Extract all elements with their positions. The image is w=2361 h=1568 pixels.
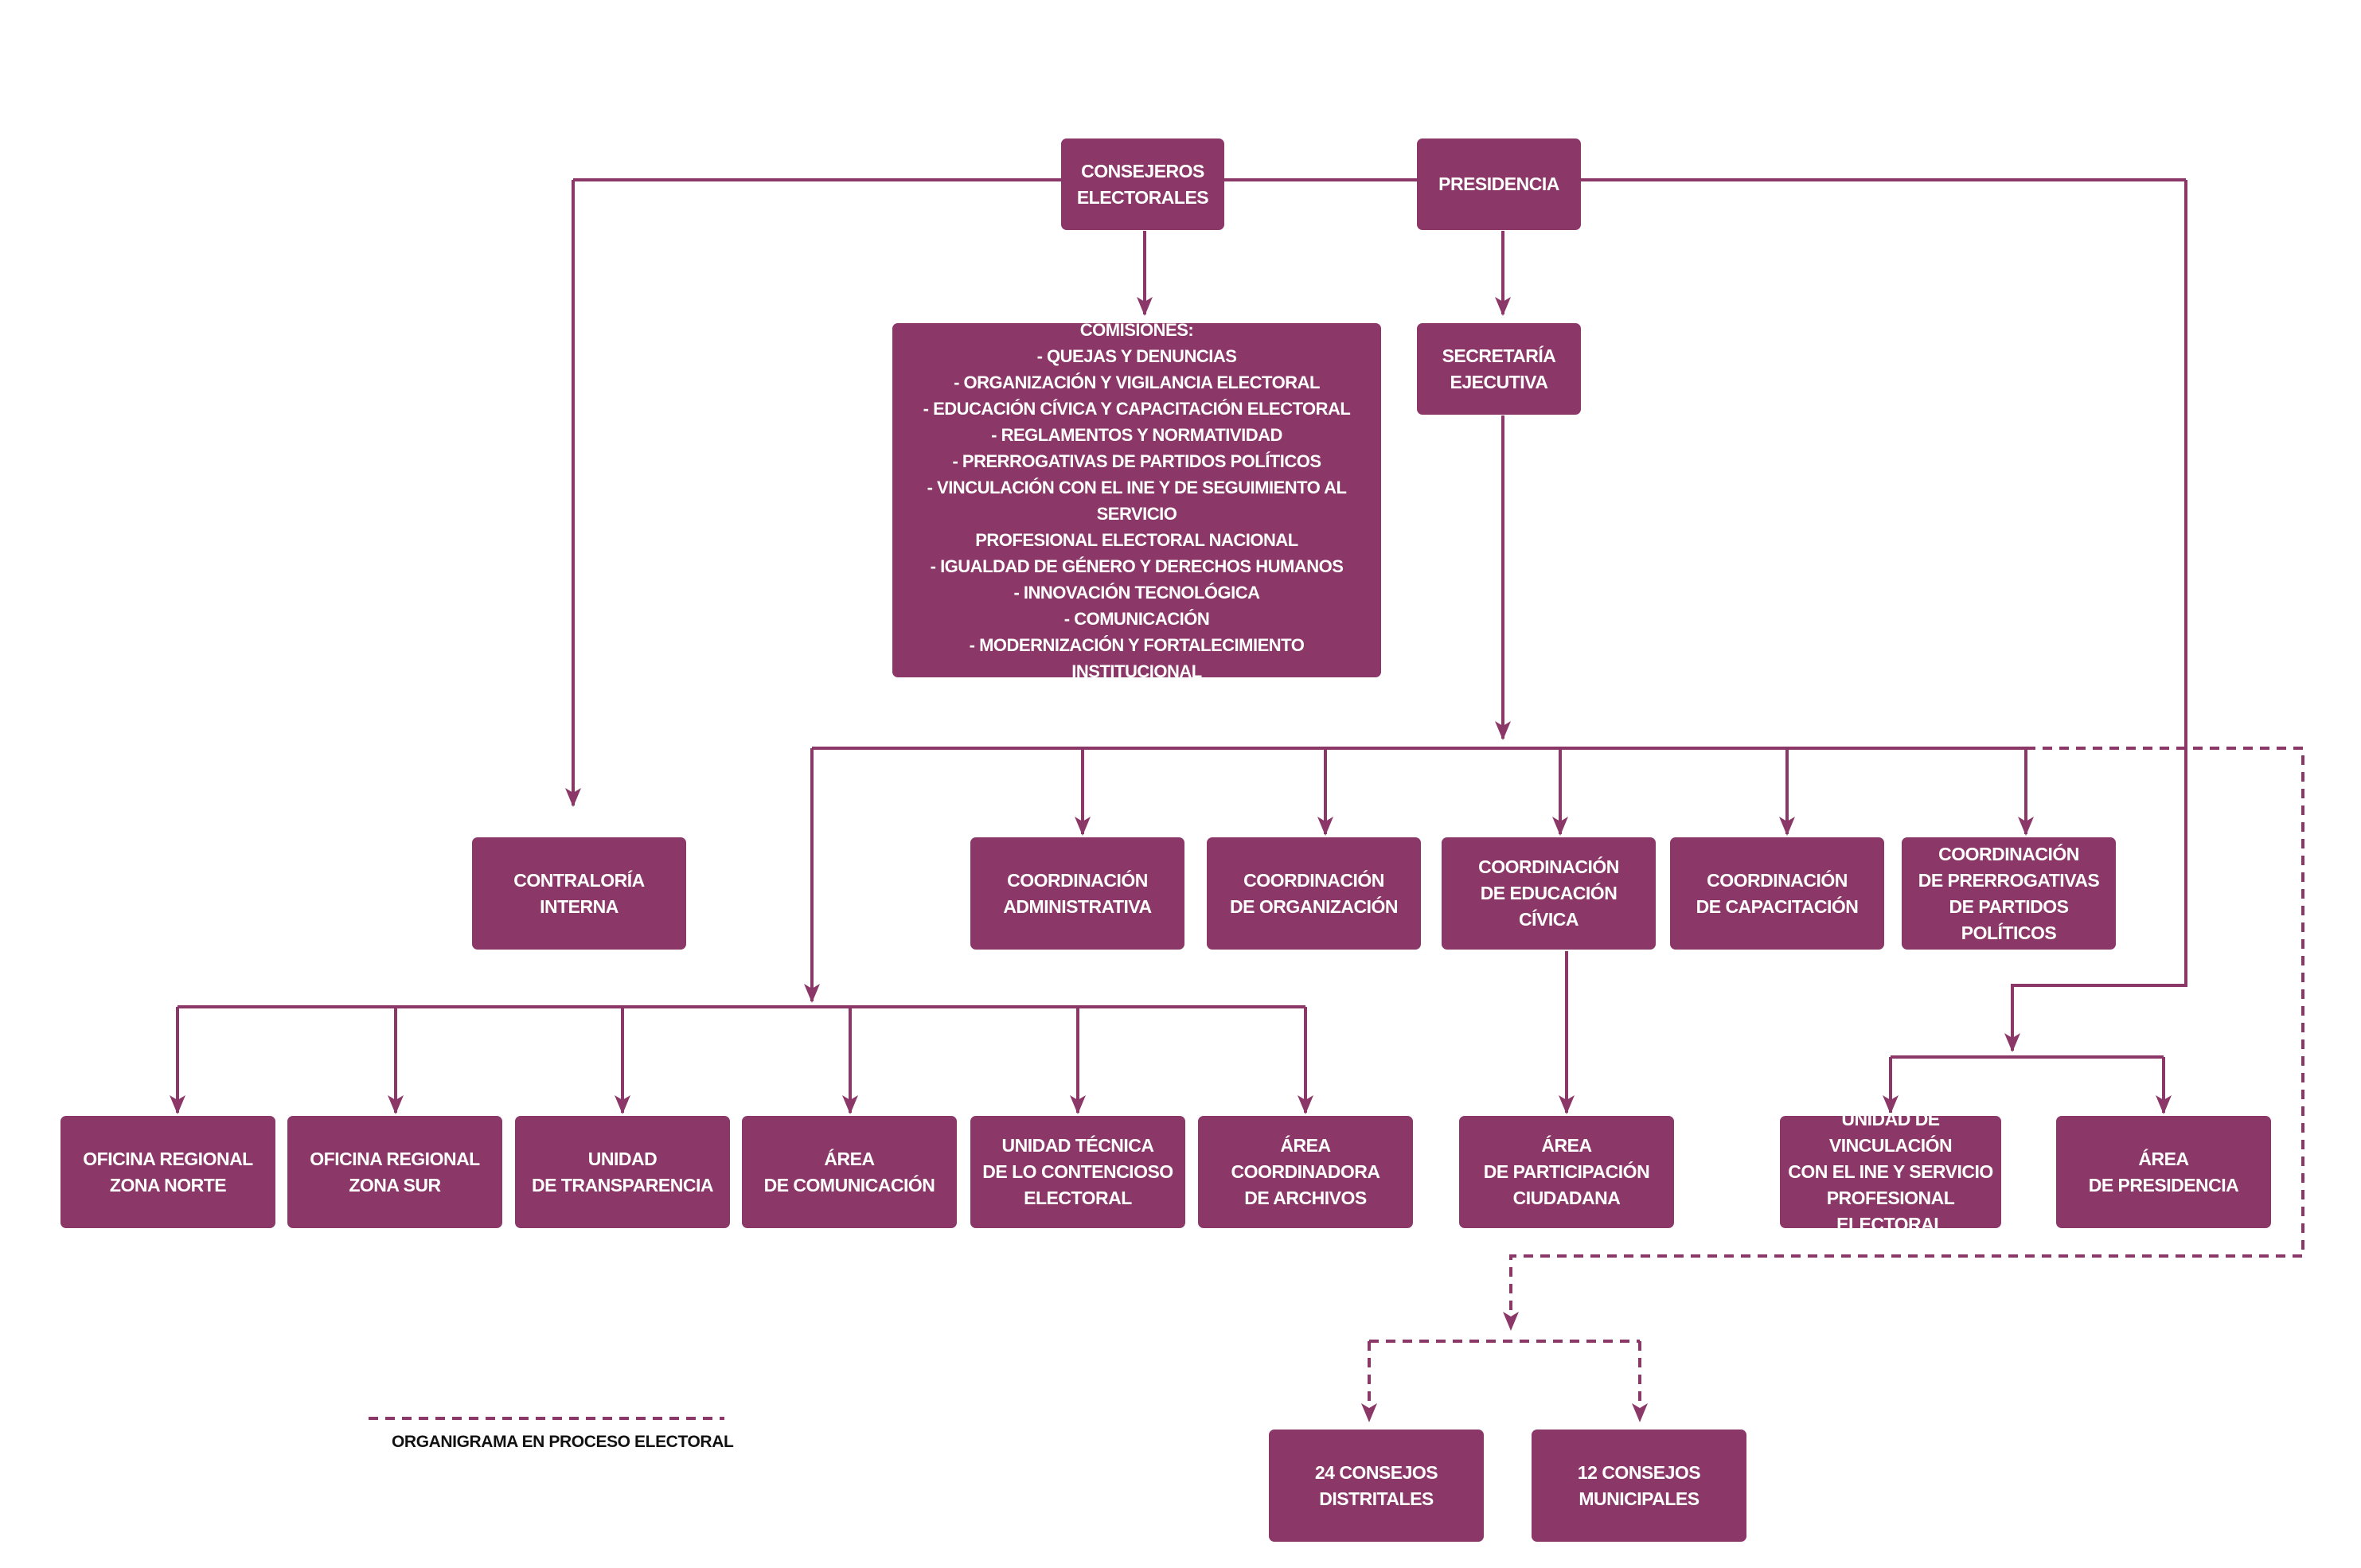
- node-contraloria-interna: CONTRALORÍA INTERNA: [472, 837, 686, 950]
- node-unidad-vinculacion-ine: UNIDAD DE VINCULACIÓN CON EL INE Y SERVI…: [1780, 1109, 2001, 1235]
- node-consejeros-electorales: CONSEJEROS ELECTORALES: [1061, 138, 1224, 230]
- node-area-presidencia: ÁREA DE PRESIDENCIA: [2056, 1116, 2271, 1228]
- node-coordinacion-capacitacion: COORDINACIÓN DE CAPACITACIÓN: [1670, 837, 1884, 950]
- node-coordinacion-prerrogativas: COORDINACIÓN DE PRERROGATIVAS DE PARTIDO…: [1902, 837, 2116, 950]
- node-area-participacion-ciudadana: ÁREA DE PARTICIPACIÓN CIUDADANA: [1459, 1116, 1674, 1228]
- node-area-coordinadora-archivos: ÁREA COORDINADORA DE ARCHIVOS: [1198, 1116, 1413, 1228]
- node-area-comunicacion: ÁREA DE COMUNICACIÓN: [742, 1116, 957, 1228]
- node-presidencia: PRESIDENCIA: [1417, 138, 1581, 230]
- node-coordinacion-organizacion: COORDINACIÓN DE ORGANIZACIÓN: [1207, 837, 1421, 950]
- line-presidencia-right: [2004, 180, 2187, 1052]
- node-unidad-contencioso-electoral: UNIDAD TÉCNICA DE LO CONTENCIOSO ELECTOR…: [970, 1116, 1185, 1228]
- dashed-electoral-path: [1503, 747, 2304, 1331]
- node-unidad-transparencia: UNIDAD DE TRANSPARENCIA: [515, 1116, 730, 1228]
- node-consejos-municipales: 12 CONSEJOS MUNICIPALES: [1532, 1430, 1746, 1542]
- node-oficina-zona-sur: OFICINA REGIONAL ZONA SUR: [287, 1116, 502, 1228]
- node-coordinacion-educacion-civica: COORDINACIÓN DE EDUCACIÓN CÍVICA: [1442, 837, 1656, 950]
- node-coordinacion-administrativa: COORDINACIÓN ADMINISTRATIVA: [970, 837, 1184, 950]
- node-consejos-distritales: 24 CONSEJOS DISTRITALES: [1269, 1430, 1484, 1542]
- legend-label: ORGANIGRAMA EN PROCESO ELECTORAL: [392, 1433, 734, 1451]
- node-secretaria-ejecutiva: SECRETARÍA EJECUTIVA: [1417, 323, 1581, 415]
- node-comisiones: COMISIONES: - QUEJAS Y DENUNCIAS - ORGAN…: [892, 320, 1381, 681]
- node-oficina-zona-norte: OFICINA REGIONAL ZONA NORTE: [60, 1116, 275, 1228]
